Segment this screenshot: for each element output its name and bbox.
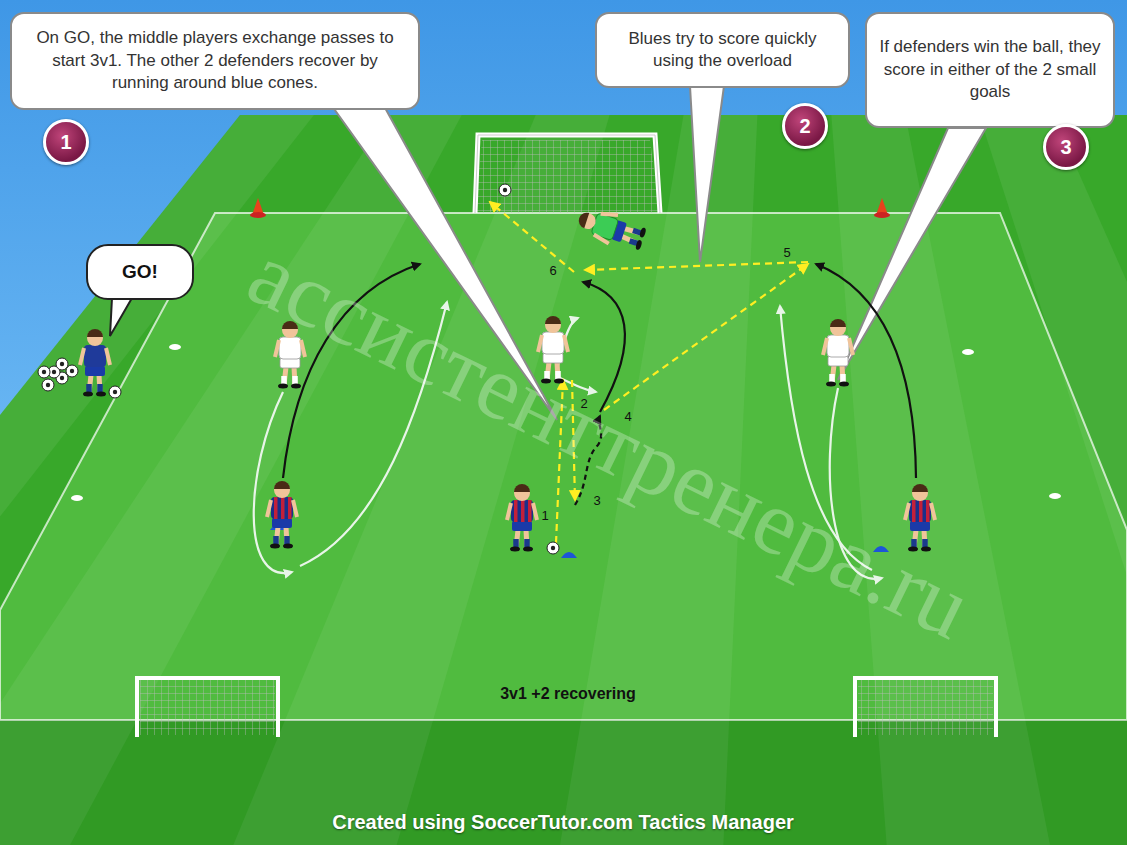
white-player — [823, 319, 853, 387]
note-text: Blues try to score quickly using the ove… — [609, 28, 836, 73]
note-text: On GO, the middle players exchange passe… — [24, 27, 406, 94]
blue-player — [267, 481, 297, 549]
callout-number: 1 — [43, 119, 89, 165]
ball — [38, 366, 50, 378]
ball — [109, 386, 121, 398]
ball — [499, 184, 511, 196]
keeper-player — [574, 204, 647, 253]
number-text: 1 — [60, 131, 71, 154]
credit-caption: Created using SoccerTutor.com Tactics Ma… — [332, 811, 794, 834]
drill-title: 3v1 +2 recovering — [500, 685, 636, 703]
callout-box: On GO, the middle players exchange passe… — [10, 12, 420, 110]
speech-bubble: GO! — [86, 244, 194, 300]
coach-player — [80, 329, 110, 397]
number-text: 2 — [799, 115, 810, 138]
callout-box: If defenders win the ball, they score in… — [865, 12, 1115, 128]
blue-player — [507, 484, 537, 552]
ball — [56, 358, 68, 370]
pass-number: 6 — [549, 263, 556, 278]
note-text: If defenders win the ball, they score in… — [879, 36, 1101, 103]
pass-number: 1 — [541, 508, 548, 523]
pass-number: 3 — [593, 493, 600, 508]
watermark: ассистенттренера.ru — [233, 220, 987, 661]
callout-box: Blues try to score quickly using the ove… — [595, 12, 850, 88]
note-text: GO! — [122, 261, 158, 283]
pass-number: 5 — [783, 245, 790, 260]
ball — [42, 379, 54, 391]
callout-number: 3 — [1043, 124, 1089, 170]
number-text: 3 — [1060, 136, 1071, 159]
callout-number: 2 — [782, 103, 828, 149]
ball — [547, 542, 559, 554]
